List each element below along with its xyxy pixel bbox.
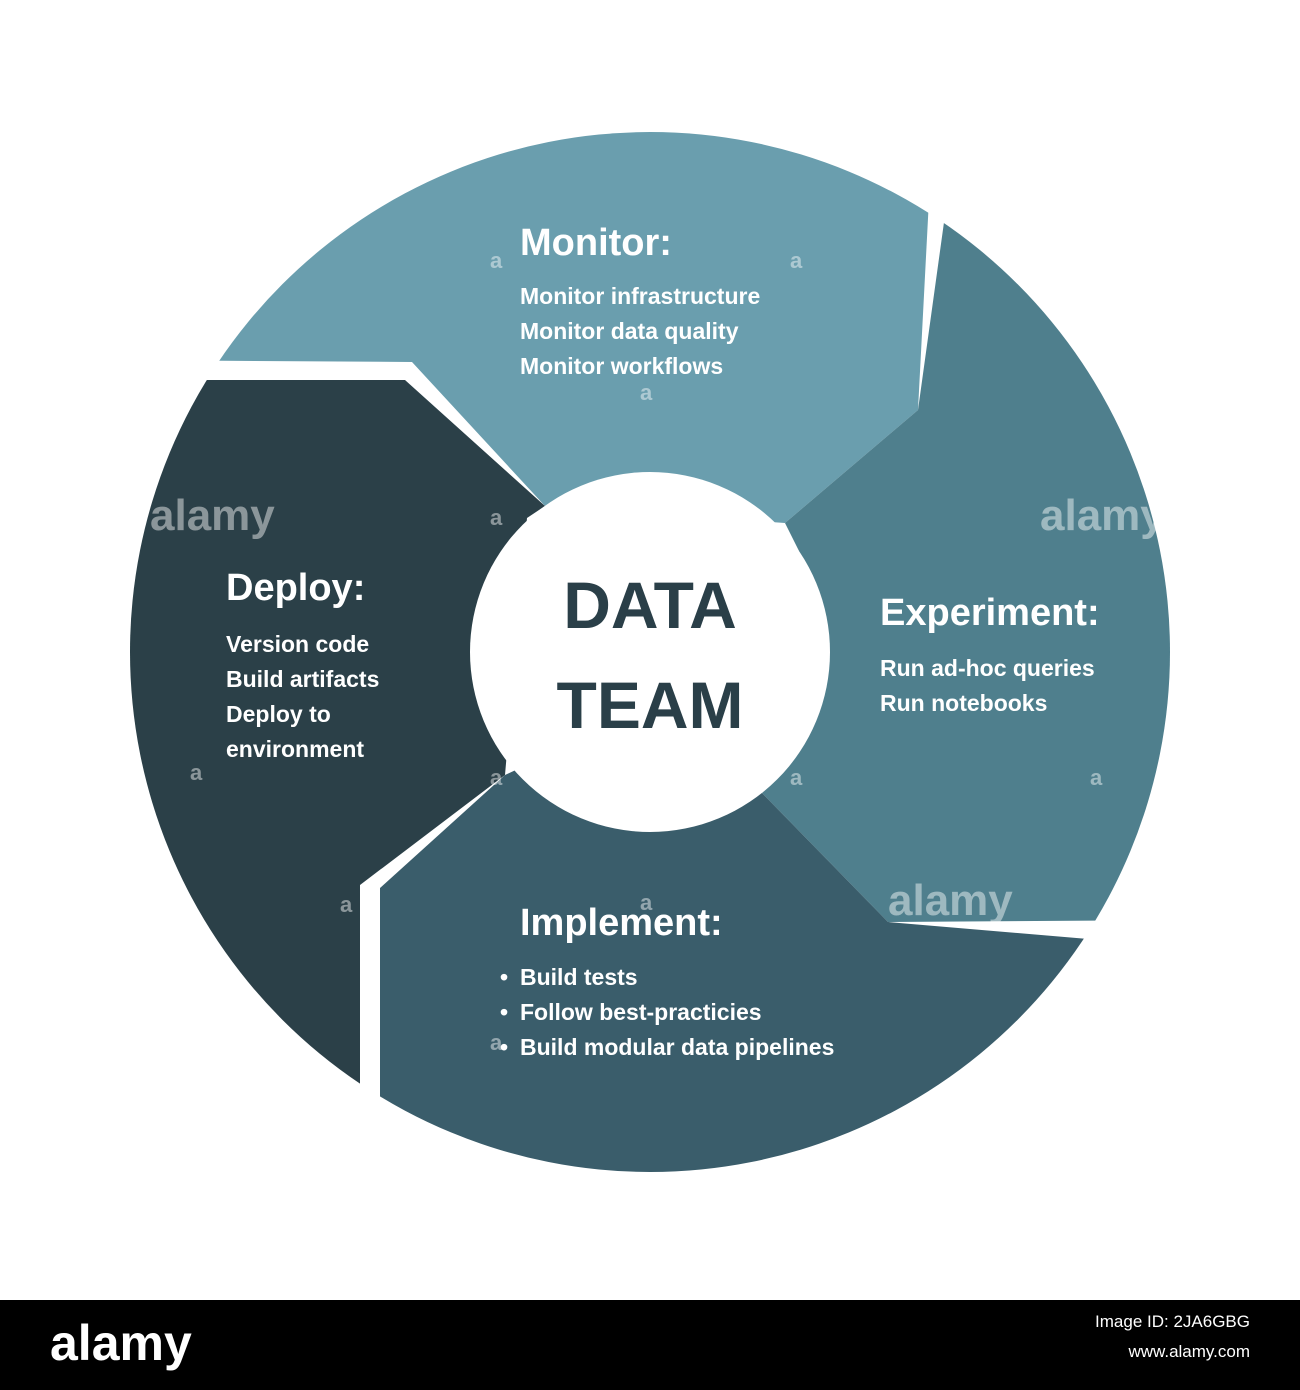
watermark-mark: a <box>790 248 803 273</box>
watermark-logo: alamy <box>150 491 275 540</box>
deploy-item: Version code <box>226 631 369 657</box>
implement-title: Implement: <box>520 902 723 944</box>
monitor-title: Monitor: <box>520 222 672 264</box>
implement-item: Build tests <box>520 964 638 990</box>
deploy-item: Build artifacts <box>226 666 379 692</box>
footer-image-id: Image ID: 2JA6GBG <box>1095 1312 1250 1331</box>
implement-item: Build modular data pipelines <box>520 1034 834 1060</box>
watermark-mark: a <box>490 248 503 273</box>
center-circle <box>470 472 830 832</box>
experiment-item: Run ad-hoc queries <box>880 655 1095 681</box>
watermark-logo: alamy <box>1040 491 1165 540</box>
implement-bullet: • <box>500 999 508 1025</box>
implement-item: Follow best-practicies <box>520 999 762 1025</box>
footer-url[interactable]: www.alamy.com <box>1128 1342 1250 1361</box>
watermark-mark: a <box>490 505 503 530</box>
watermark-mark: a <box>340 892 353 917</box>
implement-bullet: • <box>500 1034 508 1060</box>
watermark-layer: alamy alamy alamy a a a a a a a a a a a <box>150 248 1165 1055</box>
deploy-item: environment <box>226 736 364 762</box>
watermark-mark: a <box>640 890 653 915</box>
deploy-item: Deploy to <box>226 701 331 727</box>
watermark-mark: a <box>190 760 203 785</box>
center-title-line1: DATA <box>563 568 737 642</box>
deploy-title: Deploy: <box>226 567 365 609</box>
center-title-line2: TEAM <box>557 668 744 742</box>
footer-bar: alamy Image ID: 2JA6GBG www.alamy.com <box>0 1300 1300 1390</box>
watermark-mark: a <box>490 1030 503 1055</box>
implement-bullet: • <box>500 964 508 990</box>
watermark-logo: alamy <box>888 876 1013 925</box>
experiment-item: Run notebooks <box>880 690 1047 716</box>
watermark-mark: a <box>640 380 653 405</box>
monitor-item: Monitor workflows <box>520 353 723 379</box>
monitor-item: Monitor infrastructure <box>520 283 760 309</box>
experiment-title: Experiment: <box>880 592 1100 634</box>
watermark-mark: a <box>790 765 803 790</box>
footer-logo: alamy <box>50 1315 192 1371</box>
monitor-item: Monitor data quality <box>520 318 739 344</box>
watermark-mark: a <box>490 765 503 790</box>
cycle-diagram: DATA TEAM Monitor: Monitor infrastructur… <box>130 132 1170 1172</box>
watermark-mark: a <box>1090 765 1103 790</box>
